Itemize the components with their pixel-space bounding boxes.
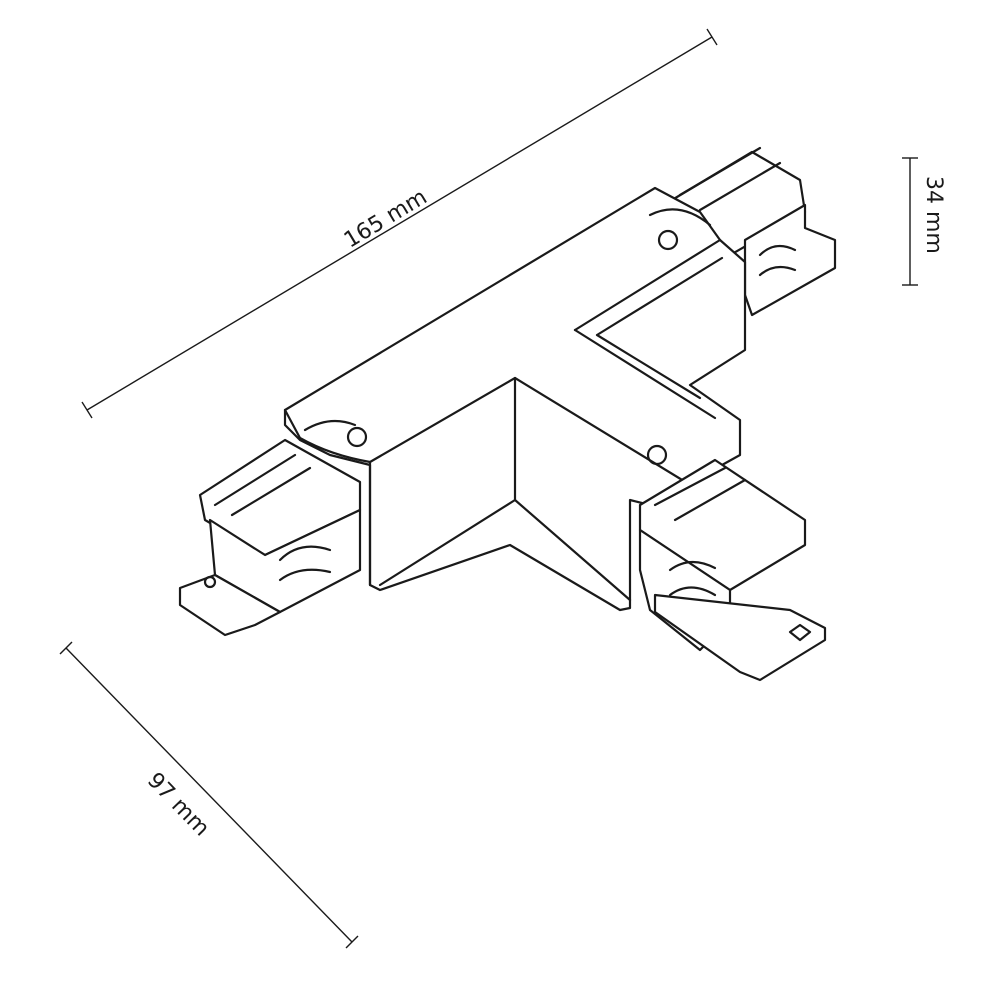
dimension-label-height: 34 mm (921, 176, 946, 254)
dimension-line-height (902, 157, 918, 286)
dimension-line-depth (59, 641, 359, 949)
rail-end-front-right (638, 458, 827, 682)
rail-end-left (178, 438, 362, 637)
mounting-hole-back (657, 229, 679, 251)
t-connector-body (283, 186, 747, 612)
mounting-hole-right (646, 444, 668, 466)
mounting-hole-left (346, 426, 368, 448)
dimension-line-length (81, 28, 718, 419)
